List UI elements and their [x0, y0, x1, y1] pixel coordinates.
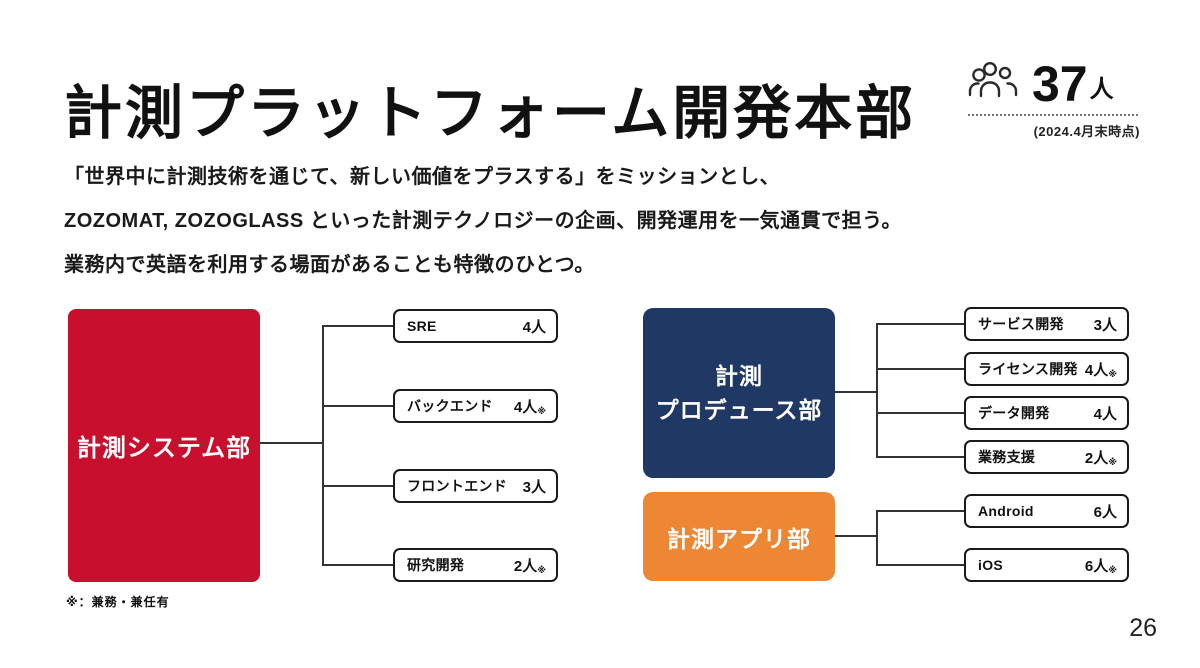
team-count: 4人: [522, 318, 546, 336]
asterisk-note: ※: [537, 405, 546, 416]
headcount-value: 37: [1032, 56, 1088, 112]
team-count: 4人: [1093, 405, 1117, 423]
connector-line: [322, 325, 393, 327]
team-box-data-dev: データ開発 4人: [964, 396, 1129, 430]
team-box-license-dev: ライセンス開発 4人※: [964, 352, 1129, 386]
connector-line: [876, 456, 964, 458]
team-box-frontend: フロントエンド 3人: [393, 469, 558, 503]
team-label: データ開発: [978, 405, 1050, 421]
connector-line: [322, 485, 393, 487]
connector-line: [322, 564, 393, 566]
team-label: サービス開発: [978, 316, 1064, 332]
dept-label-line2: プロデュース部: [655, 397, 823, 423]
team-label: 業務支援: [978, 449, 1036, 465]
team-count: 2人※: [1084, 449, 1117, 467]
asterisk-note: ※: [1108, 456, 1117, 467]
team-box-sre: SRE 4人: [393, 309, 558, 343]
team-count: 4人※: [1084, 361, 1117, 379]
connector-line: [876, 323, 964, 325]
headcount-block: 37 人 (2024.4月末時点): [968, 56, 1140, 140]
connector-line: [260, 442, 323, 444]
connector-line: [876, 564, 964, 566]
team-box-rnd: 研究開発 2人※: [393, 548, 558, 582]
connector-line: [876, 510, 964, 512]
team-count: 3人: [522, 478, 546, 496]
team-count: 6人: [1093, 503, 1117, 521]
page-number: 26: [1129, 614, 1157, 642]
team-box-ios: iOS 6人※: [964, 548, 1129, 582]
team-label: ライセンス開発: [978, 361, 1078, 377]
team-label: SRE: [407, 318, 437, 334]
connector-line: [876, 510, 878, 566]
team-label: バックエンド: [407, 398, 493, 414]
asterisk-note: ※: [1108, 368, 1117, 379]
dept-label-line1: 計測: [715, 363, 763, 389]
mission-line-2: ZOZOMAT, ZOZOGLASS といった計測テクノロジーの企画、開発運用を…: [64, 210, 902, 232]
asterisk-note: ※: [1108, 564, 1117, 575]
dept-label: 計測システム部: [76, 435, 252, 462]
asterisk-note: ※: [537, 564, 546, 575]
connector-line: [876, 368, 964, 370]
connector-line: [322, 325, 324, 566]
mission-text: 「世界中に計測技術を通じて、新しい価値をプラスする」をミッションとし、 ZOZO…: [64, 155, 902, 287]
team-count: 4人※: [513, 398, 546, 416]
connector-line: [876, 412, 964, 414]
connector-line: [835, 391, 877, 393]
team-count: 6人※: [1084, 557, 1117, 575]
team-label: 研究開発: [407, 557, 465, 573]
team-label: iOS: [978, 557, 1004, 573]
headcount-asof: (2024.4月末時点): [1033, 124, 1140, 139]
team-label: Android: [978, 503, 1034, 519]
headcount-row: 37 人: [968, 56, 1140, 112]
team-box-android: Android 6人: [964, 494, 1129, 528]
team-count: 3人: [1093, 316, 1117, 334]
people-icon: [968, 60, 1018, 106]
connector-line: [835, 535, 877, 537]
team-box-backend: バックエンド 4人※: [393, 389, 558, 423]
connector-line: [876, 323, 878, 458]
mission-line-3: 業務内で英語を利用する場面があることも特徴のひとつ。: [64, 254, 595, 276]
dept-box-produce: 計測 プロデュース部: [643, 308, 835, 478]
dept-box-app: 計測アプリ部: [643, 492, 835, 581]
dept-label: 計測アプリ部: [667, 525, 811, 552]
footnote: ※：兼務・兼任有: [66, 595, 170, 609]
team-box-service-dev: サービス開発 3人: [964, 307, 1129, 341]
team-label: フロントエンド: [407, 478, 508, 494]
mission-line-1: 「世界中に計測技術を通じて、新しい価値をプラスする」をミッションとし、: [64, 166, 781, 188]
headcount-unit: 人: [1089, 76, 1114, 103]
page-title: 計測プラットフォーム開発本部: [64, 81, 917, 146]
team-count: 2人※: [513, 557, 546, 575]
connector-line: [322, 405, 393, 407]
dept-box-system: 計測システム部: [68, 309, 260, 582]
dotted-divider: [968, 114, 1138, 116]
team-box-biz-support: 業務支援 2人※: [964, 440, 1129, 474]
